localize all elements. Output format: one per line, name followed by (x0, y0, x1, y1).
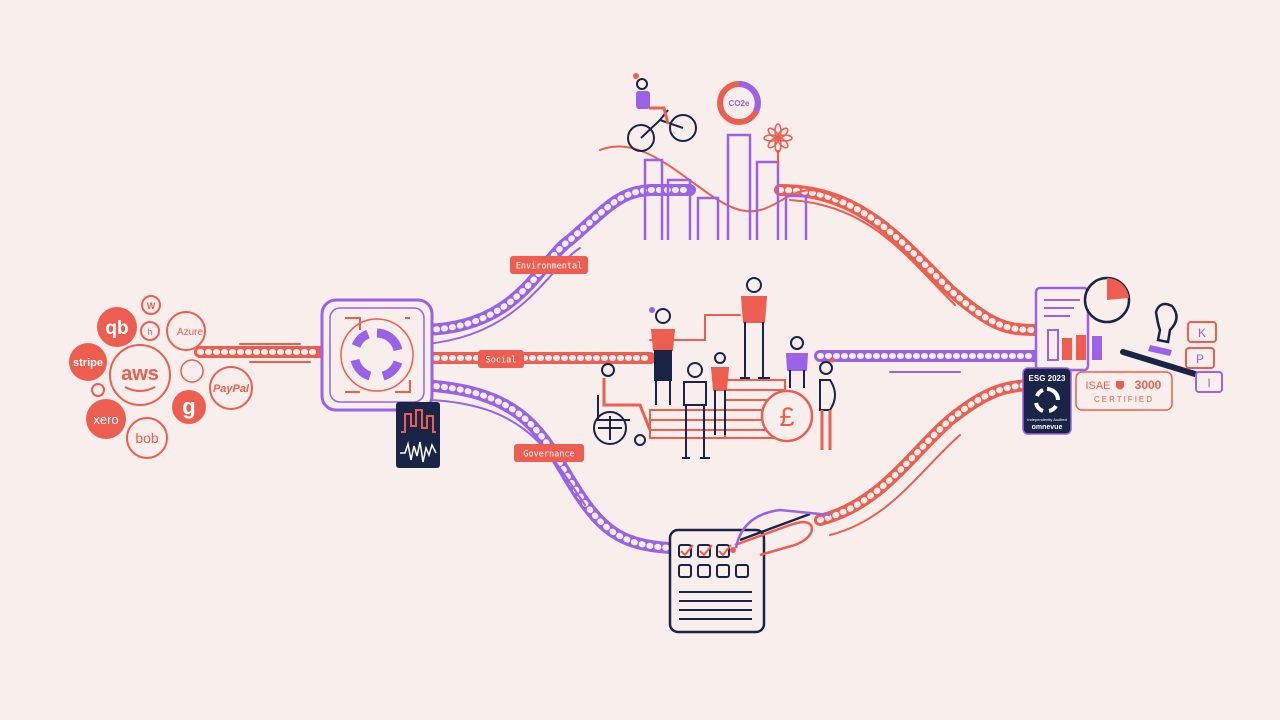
social-label: Social (486, 356, 517, 366)
kpi-letter-p: P (1196, 352, 1204, 366)
dot-badge (91, 383, 105, 397)
check-marks (680, 544, 732, 557)
esg-badge-brand: omnevue (1032, 424, 1063, 431)
person-pregnant-icon (819, 357, 836, 450)
environmental-tag: Environmental (510, 256, 588, 274)
small-badge-logo: h (140, 321, 160, 341)
extra-badge-logo (180, 359, 204, 383)
processing-hub (320, 298, 440, 468)
pound-symbol: £ (779, 402, 794, 432)
wellbeing-label: W (147, 301, 156, 311)
stripe-logo: stripe (69, 343, 107, 381)
xero-logo: xero (86, 399, 126, 439)
checklist-calendar-icon (668, 528, 766, 634)
city-skyline (643, 133, 808, 240)
esg-badge-subtitle: Independently Audited (1027, 417, 1067, 422)
social-route (414, 314, 1041, 373)
xero-label: xero (93, 412, 118, 427)
report-document-icon (1034, 286, 1102, 372)
azure-logo: Azure (166, 311, 206, 351)
governance-label: Governance (523, 450, 574, 460)
social-scene: £ (593, 277, 836, 459)
person-top-icon (740, 277, 770, 379)
quickbooks-label: qb (105, 318, 128, 339)
hub-ring (340, 318, 414, 392)
environmental-route (409, 145, 1041, 346)
flower-icon (763, 123, 793, 165)
isae-number: 3000 (1135, 378, 1162, 392)
environmental-scene: CO2e (627, 73, 808, 240)
bob-logo: bob (126, 417, 168, 459)
person-small-icon (710, 352, 730, 435)
shield-check-icon (1116, 381, 1124, 390)
person-wheelchair-icon (593, 363, 652, 446)
pound-coin-icon: £ (760, 389, 814, 443)
social-tag: Social (478, 350, 524, 368)
stripe-label: stripe (73, 357, 103, 369)
person-right-icon (785, 336, 809, 388)
governance-tag: Governance (514, 444, 584, 462)
esg-badge-title: ESG 2023 (1029, 374, 1066, 383)
bob-label: bob (135, 430, 159, 446)
esg-2023-badge: ESG 2023 Independently Audited omnevue (1022, 367, 1072, 435)
paypal-label: PayPal (213, 383, 250, 395)
omnevue-logo-icon (350, 328, 403, 381)
google-logo: g (172, 390, 206, 424)
pie-chart-icon (1083, 276, 1131, 324)
hand-with-pen-icon (730, 508, 831, 557)
paypal-logo: PayPal (209, 366, 253, 410)
isae-certified: CERTIFIED (1094, 395, 1154, 404)
approval-stamp-icon (1120, 302, 1198, 377)
integrations-cluster: qb W h Azure stripe aws PayPal (69, 295, 253, 459)
co2e-gauge: CO2e (717, 81, 761, 125)
quickbooks-logo: qb (97, 307, 137, 347)
flow-routes (194, 145, 1041, 554)
co2e-label: CO2e (729, 99, 750, 108)
kpi-letter-i: I (1207, 376, 1210, 390)
person-center-icon (682, 362, 710, 459)
cyclist-icon (627, 73, 697, 152)
feed-line (194, 343, 326, 363)
aws-label: aws (121, 363, 159, 385)
governance-scene (668, 508, 831, 634)
aws-logo: aws (109, 344, 171, 406)
waveform-monitor-icon (396, 402, 440, 468)
google-label: g (182, 394, 195, 419)
isae-prefix: ISAE (1085, 380, 1110, 392)
kpi-letter-k: K (1198, 326, 1206, 340)
report-output: K P I ESG 2023 Independently Audited omn… (1022, 276, 1223, 435)
kpi-blocks: K P I (1185, 321, 1223, 393)
wellbeing-logo: W (141, 295, 161, 315)
isae-3000-badge: ISAE 3000 CERTIFIED (1075, 371, 1173, 411)
person-left-icon (649, 307, 676, 405)
azure-label: Azure (177, 327, 204, 338)
governance-route (414, 379, 1041, 554)
environmental-label: Environmental (516, 262, 583, 272)
small-badge-label: h (147, 327, 152, 337)
